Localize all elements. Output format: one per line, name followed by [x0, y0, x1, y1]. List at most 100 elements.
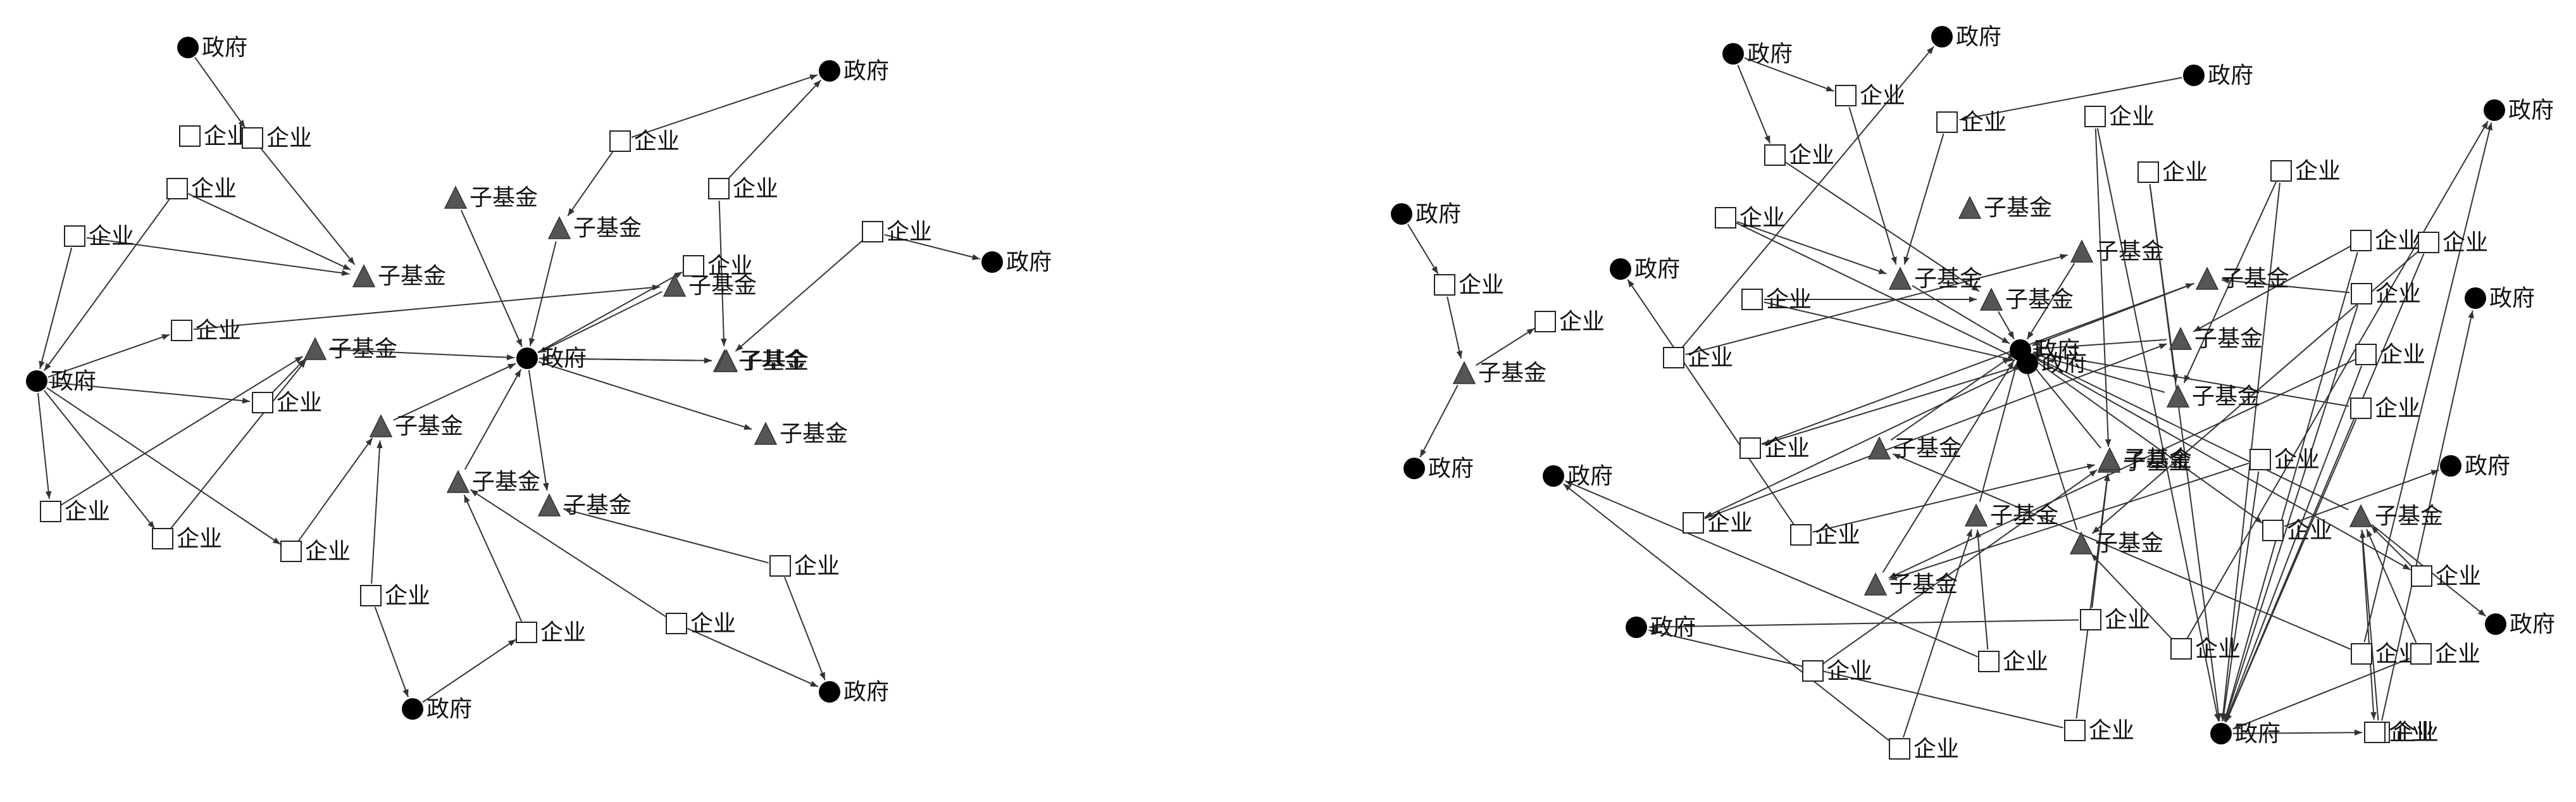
right-network-edge-R36-R49 [2193, 246, 2351, 332]
left-network-edge-L19-L31 [735, 239, 864, 352]
right-network-node-gov-R5: 政府 [1931, 24, 2001, 50]
right-network-edge-R56-R43 [2361, 529, 2377, 720]
firm-node-square [360, 585, 382, 606]
right-network-edge-R37-R50 [2183, 181, 2277, 384]
left-network-edge-L25-L2 [461, 210, 523, 348]
firm-node-square [2350, 230, 2372, 251]
right-network-edge-R1-R14 [1744, 57, 1834, 92]
firm-node-square [2355, 344, 2377, 365]
left-network-edge-L20-L6 [374, 606, 409, 698]
fund-node-triangle [1964, 503, 1988, 527]
right-network-edge-R17-R4 [1736, 222, 2017, 359]
right-network-edge-R4-R20 [1762, 366, 2017, 446]
left-network-edge-L18-L4 [726, 79, 822, 180]
right-network-node-gov-R13: 政府 [2210, 721, 2280, 747]
node-label: 子基金 [2005, 287, 2074, 313]
left-network-edge-L3-L12 [47, 334, 170, 378]
left-network-node-gov-L4: 政府 [819, 58, 889, 84]
firm-node-square [2084, 106, 2106, 127]
right-network-edge-R49-R10 [2032, 339, 2167, 352]
right-network-edge-R22-R3 [1627, 279, 1795, 525]
node-label: 子基金 [2096, 239, 2164, 265]
firm-node-square [171, 320, 192, 341]
left-network-edge-L17-L26 [567, 150, 614, 216]
node-label: 子基金 [2095, 530, 2163, 556]
firm-node-square [2364, 722, 2386, 743]
node-label: 子基金 [395, 413, 463, 439]
right-network-edge-R28-R8 [2186, 120, 2489, 639]
node-label: 政府 [202, 35, 247, 61]
gov-node-circle [2485, 613, 2506, 635]
right-network-edge-R38-R13 [2149, 184, 2222, 722]
right-network-node-firm-R36: 企业 [2350, 228, 2420, 254]
gov-node-circle [1543, 465, 1564, 487]
node-label: 子基金 [472, 469, 540, 495]
left-network-node-firm-L21: 企业 [516, 620, 586, 646]
left-network-edge-L2-L32 [538, 357, 712, 364]
right-network-node-firm-R32: 企业 [2350, 396, 2420, 422]
node-label: 政府 [2235, 721, 2280, 747]
gov-node-circle [1722, 43, 1744, 65]
left-network-node-gov-L3: 政府 [26, 368, 96, 394]
right-network-edge-R39-R13 [2096, 128, 2220, 722]
right-network-edge-R25-R52 [1975, 529, 1989, 650]
right-network-edge-R21-R49 [1704, 343, 2167, 520]
left-network-edge-L23-L7 [784, 577, 826, 680]
left-network-node-fund-L33: 子基金 [446, 469, 540, 495]
firm-node-square [2262, 520, 2284, 541]
gov-node-circle [2210, 723, 2232, 744]
node-label: 政府 [2508, 97, 2554, 123]
left-network-edge-L19-L5 [884, 234, 980, 260]
right-network-edge-R33-R57 [1889, 462, 2249, 580]
node-label: 企业 [2436, 563, 2481, 589]
node-label: 企业 [305, 539, 351, 565]
firm-node-square [2064, 720, 2086, 741]
right-network-node-fund-R50: 子基金 [2166, 384, 2260, 410]
right-network-edge-R13-R43 [2232, 729, 2363, 736]
firm-node-square [1663, 347, 1684, 368]
firm-node-square [2270, 160, 2292, 182]
left-network-edge-L21-L33 [463, 494, 523, 622]
right-network-node-firm-R30: 企业 [2262, 518, 2332, 544]
node-label: 子基金 [1478, 360, 1546, 386]
left-network-edge-L3-L13 [48, 381, 251, 404]
node-label: 政府 [2041, 351, 2087, 377]
gov-node-circle [2484, 99, 2505, 121]
node-label: 企业 [1789, 142, 1834, 168]
node-label: 企业 [2287, 518, 2332, 544]
right-network-edge-R50-R10 [2032, 353, 2165, 393]
left-network-node-firm-L8: 企业 [179, 123, 249, 149]
fund-node-triangle [1888, 266, 1912, 290]
right-network-edge-R4-R21 [1704, 368, 2017, 518]
left-network-node-fund-L30: 子基金 [369, 413, 463, 439]
right-network-node-gov-R12: 政府 [2465, 285, 2535, 311]
firm-node-square [40, 501, 61, 522]
fund-node-triangle [547, 216, 571, 239]
right-network-edge-R55-R10 [1890, 356, 2011, 441]
right-network-node-firm-R40: 企业 [2418, 230, 2488, 256]
fund-node-triangle [2098, 447, 2122, 470]
right-network-edge-R19-R5 [1681, 46, 1934, 349]
right-network-node-firm-R34: 企业 [2355, 342, 2425, 368]
right-network-node-firm-R14: 企业 [1835, 83, 1905, 109]
left-network-node-firm-L24: 企业 [683, 253, 753, 279]
gov-node-circle [1391, 203, 1412, 225]
firm-node-square [179, 125, 201, 147]
left-network-edge-L23-L35 [563, 508, 769, 564]
node-label: 企业 [1827, 658, 1872, 684]
left-network-edge-L15-L28 [170, 360, 307, 530]
firm-node-square [242, 127, 263, 149]
firm-node-square [1889, 738, 1910, 760]
node-label: 子基金 [378, 263, 446, 289]
node-label: 企业 [2295, 158, 2341, 184]
node-label: 政府 [2034, 337, 2080, 363]
right-network-edge-R42-R12 [2381, 310, 2474, 721]
node-label: 企业 [2389, 720, 2434, 746]
node-label: 子基金 [2124, 446, 2192, 472]
node-label: 政府 [2489, 285, 2535, 311]
node-label: 企业 [2109, 104, 2155, 130]
left-network-edge-L10-L27 [187, 193, 351, 271]
firm-node-square [64, 225, 85, 247]
node-label: 政府 [1956, 24, 2001, 50]
